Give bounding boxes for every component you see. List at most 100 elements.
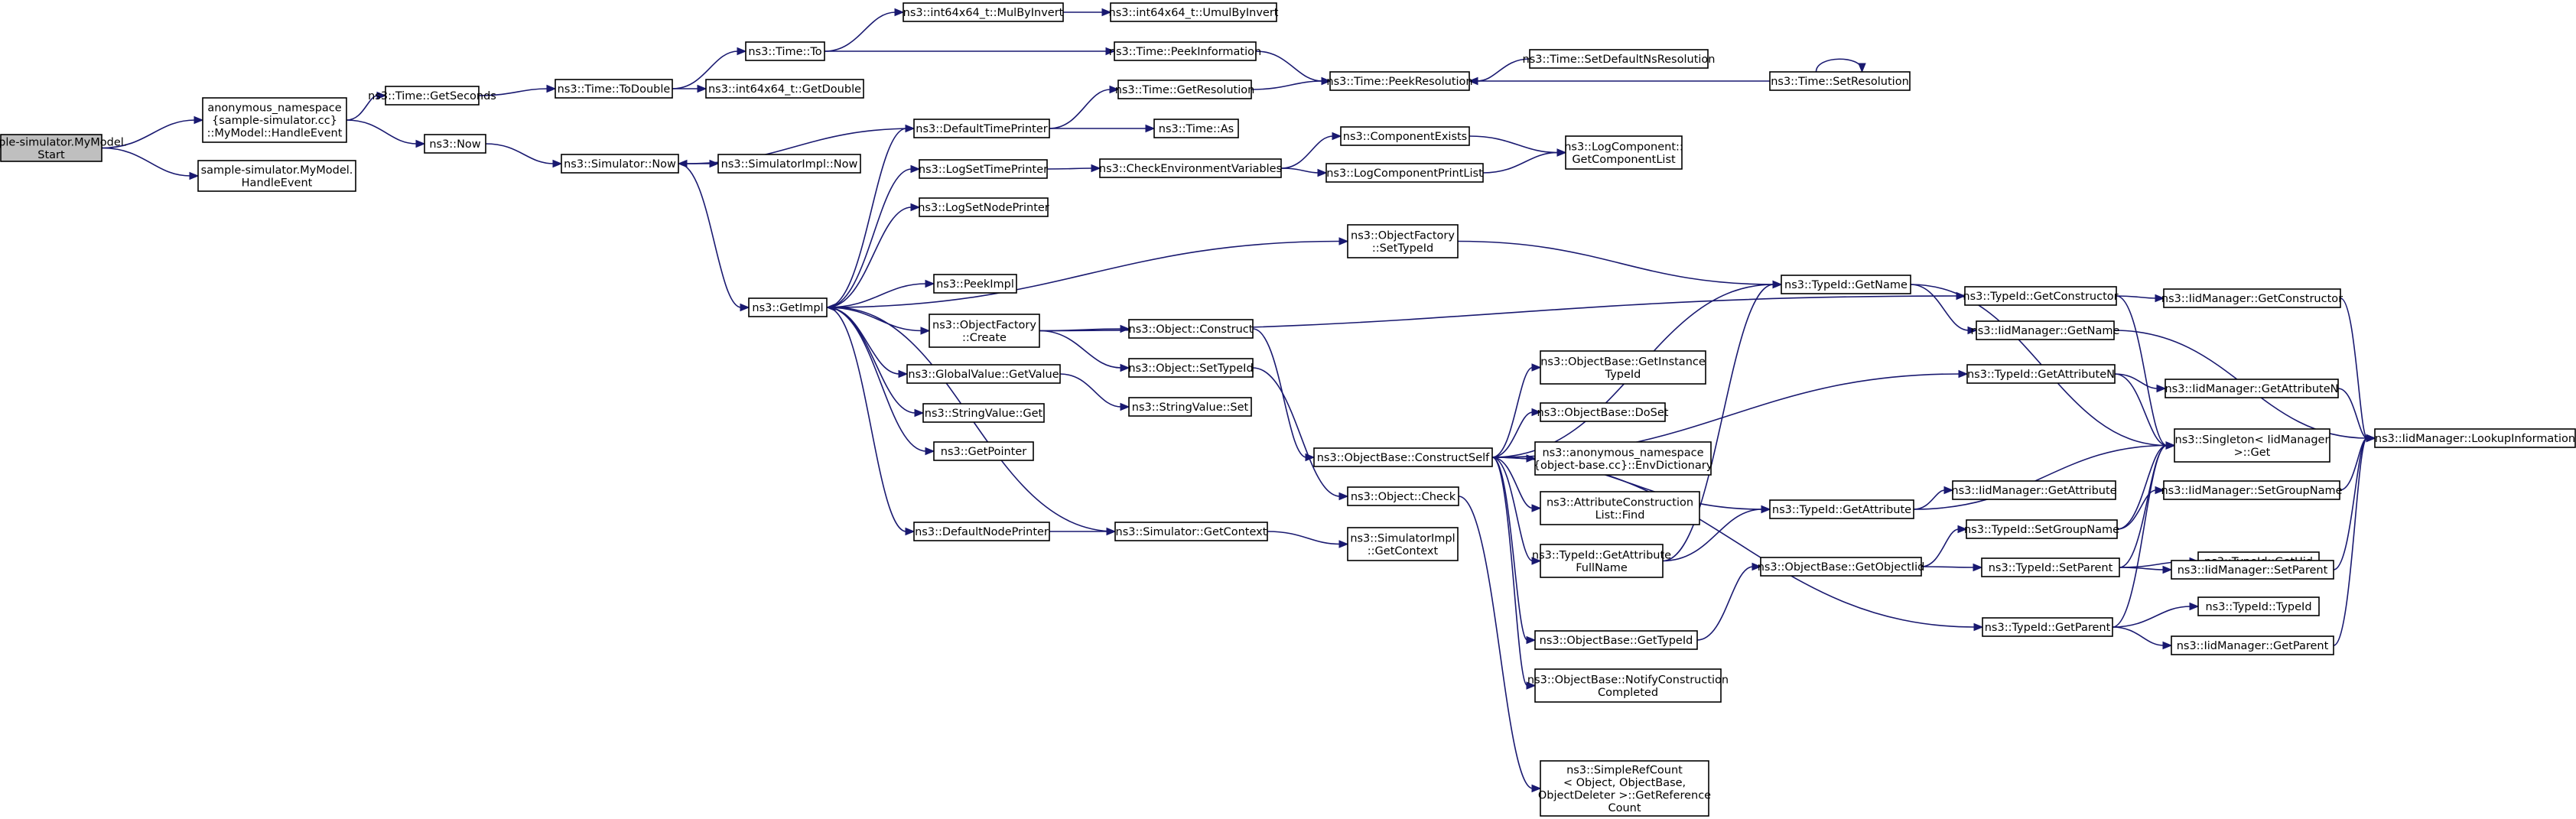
edge-line xyxy=(1491,366,1534,458)
node-envdict[interactable]: ns3::anonymous_namespace{object-base.cc}… xyxy=(1534,441,1713,476)
edge-now-simnow xyxy=(485,143,563,168)
node-doset[interactable]: ns3::ObjectBase::DoSet xyxy=(1537,402,1669,422)
node-tidsetgroup[interactable]: ns3::TypeId::SetGroupName xyxy=(1964,519,2119,539)
edge-arrowhead xyxy=(2156,384,2167,393)
node-getdouble[interactable]: ns3::int64x64_t::GetDouble xyxy=(705,79,864,99)
node-tidtypeid[interactable]: ns3::TypeId::TypeId xyxy=(2197,596,2320,616)
node-box xyxy=(202,97,347,143)
node-label: Count xyxy=(1608,802,1641,814)
node-tidgetattrn[interactable]: ns3::TypeId::GetAttributeN xyxy=(1966,364,2116,384)
node-getimpl[interactable]: ns3::GetImpl xyxy=(748,297,828,317)
node-peekimpl[interactable]: ns3::PeekImpl xyxy=(933,274,1017,294)
node-timeto[interactable]: ns3::Time::To xyxy=(745,41,825,61)
node-objconstruct[interactable]: ns3::Object::Construct xyxy=(1128,319,1254,339)
node-simimplnow[interactable]: ns3::SimulatorImpl::Now xyxy=(717,154,861,174)
edge-setres-peekres xyxy=(1468,76,1770,86)
node-compexists[interactable]: ns3::ComponentExists xyxy=(1340,126,1470,146)
node-tidgetctor[interactable]: ns3::TypeId::GetConstructor xyxy=(1963,286,2119,306)
edge-arrowhead xyxy=(1321,76,1332,86)
node-umulbyinv[interactable]: ns3::int64x64_t::UmulByInvert xyxy=(1109,2,1279,22)
edge-line xyxy=(2116,295,2157,299)
node-iidgetattrn[interactable]: ns3::IidManager::GetAttributeN xyxy=(2165,379,2339,398)
edge-arrowhead xyxy=(1105,47,1116,56)
node-tidgetname[interactable]: ns3::TypeId::GetName xyxy=(1781,275,1911,294)
node-label: >::Get xyxy=(2234,447,2271,459)
node-getres[interactable]: ns3::Time::GetResolution xyxy=(1115,80,1255,99)
edge-tidsetparent-singleton xyxy=(2119,441,2176,568)
node-defaulttp[interactable]: ns3::DefaultTimePrinter xyxy=(913,119,1050,138)
node-getsec[interactable]: ns3::Time::GetSeconds xyxy=(368,86,496,106)
node-objcheck[interactable]: ns3::Object::Check xyxy=(1347,486,1459,506)
edge-arrowhead xyxy=(1973,563,1983,572)
edge-arrowhead xyxy=(905,527,916,536)
node-srcgetref[interactable]: ns3::SimpleRefCount< Object, ObjectBase,… xyxy=(1538,760,1711,817)
node-setdefns[interactable]: ns3::Time::SetDefaultNsResolution xyxy=(1523,49,1716,69)
node-handle[interactable]: sample-simulator.MyModel.HandleEvent xyxy=(197,160,356,192)
node-obgettypeid[interactable]: ns3::ObjectBase::GetTypeId xyxy=(1534,630,1698,650)
node-setres[interactable]: ns3::Time::SetResolution xyxy=(1769,71,1911,91)
node-getpointer[interactable]: ns3::GetPointer xyxy=(933,441,1034,461)
node-mulbyinv[interactable]: ns3::int64x64_t::MulByInvert xyxy=(903,2,1064,22)
node-gvgetvalue[interactable]: ns3::GlobalValue::GetValue xyxy=(906,364,1061,384)
node-tidgetattr[interactable]: ns3::TypeId::GetAttribute xyxy=(1769,499,1914,519)
node-iidgetattr[interactable]: ns3::IidManager::GetAttribute xyxy=(1951,480,2117,500)
edge-arrowhead xyxy=(194,115,204,125)
node-now[interactable]: ns3::Now xyxy=(424,134,486,154)
node-defaultnp[interactable]: ns3::DefaultNodePrinter xyxy=(913,522,1050,541)
node-svget[interactable]: ns3::StringValue::Get xyxy=(922,403,1045,423)
node-simgetctx[interactable]: ns3::Simulator::GetContext xyxy=(1114,522,1268,541)
node-ofsettypeid[interactable]: ns3::ObjectFactory::SetTypeId xyxy=(1347,224,1459,258)
node-checkenv[interactable]: ns3::CheckEnvironmentVariables xyxy=(1099,158,1282,178)
node-iidsetparent[interactable]: ns3::IidManager::SetParent xyxy=(2171,560,2334,580)
node-logsetnp[interactable]: ns3::LogSetNodePrinter xyxy=(918,197,1049,217)
edge-arrowhead xyxy=(1531,784,1542,793)
node-tidgetparent[interactable]: ns3::TypeId::GetParent xyxy=(1982,617,2113,637)
node-label: ns3::SimulatorImpl::Now xyxy=(721,158,858,171)
edge-obconstructself-acfind xyxy=(1491,457,1542,512)
node-box xyxy=(1128,397,1252,417)
edge-line xyxy=(1491,457,1534,509)
node-label: ns3::TypeId::GetAttribute xyxy=(1532,549,1671,561)
edge-getimpl-gvgetvalue xyxy=(826,307,909,379)
node-iidsetgroup[interactable]: ns3::IidManager::SetGroupName xyxy=(2161,480,2343,500)
node-iidgetparent[interactable]: ns3::IidManager::GetParent xyxy=(2171,635,2334,655)
node-svset[interactable]: ns3::StringValue::Set xyxy=(1128,397,1252,417)
node-label: ns3::IidManager::SetGroupName xyxy=(2161,485,2342,497)
node-logsettp[interactable]: ns3::LogSetTimePrinter xyxy=(919,159,1048,179)
node-notifycc[interactable]: ns3::ObjectBase::NotifyConstructionCompl… xyxy=(1527,668,1729,703)
node-box xyxy=(424,134,486,154)
node-anon[interactable]: anonymous_namespace{sample-simulator.cc}… xyxy=(202,97,347,143)
node-peekinfo[interactable]: ns3::Time::PeekInformation xyxy=(1109,41,1261,61)
node-iidgetname[interactable]: ns3::IidManager::GetName xyxy=(1971,320,2120,340)
edge-line xyxy=(346,119,418,145)
node-objsettypeid[interactable]: ns3::Object::SetTypeId xyxy=(1128,358,1254,378)
edge-arrowhead xyxy=(1973,622,1984,632)
node-iidlookup[interactable]: ns3::IidManager::LookupInformation xyxy=(2374,428,2576,448)
node-obconstructself[interactable]: ns3::ObjectBase::ConstructSelf xyxy=(1313,447,1493,467)
node-label: sample-simulator.MyModel. xyxy=(0,136,127,148)
edge-getres-peekres xyxy=(1251,76,1332,90)
node-todouble[interactable]: ns3::Time::ToDouble xyxy=(555,79,673,99)
node-tidsetparent[interactable]: ns3::TypeId::SetParent xyxy=(1981,557,2120,577)
node-simimplgetctx[interactable]: ns3::SimulatorImpl::GetContext xyxy=(1347,527,1459,561)
node-singleton[interactable]: ns3::Singleton< IidManager >::Get xyxy=(2174,428,2330,463)
node-box xyxy=(561,154,679,174)
node-label: HandleEvent xyxy=(242,177,313,189)
node-iidgetctor[interactable]: ns3::IidManager::GetConstructor xyxy=(2161,288,2343,308)
edge-arrowhead xyxy=(1958,369,1969,379)
node-start[interactable]: sample-simulator.MyModel.Start xyxy=(0,134,127,162)
node-timeas[interactable]: ns3::Time::As xyxy=(1153,119,1239,138)
node-box xyxy=(1313,447,1493,467)
node-logcompprint[interactable]: ns3::LogComponentPrintList xyxy=(1325,163,1484,183)
edge-line xyxy=(1267,531,1341,545)
edge-getimpl-logsetnp xyxy=(826,203,921,308)
node-obgetobjectiid[interactable]: ns3::ObjectBase::GetObjectIid xyxy=(1758,557,1925,577)
node-logcomplist[interactable]: ns3::LogComponent::GetComponentList xyxy=(1564,135,1683,170)
node-peekres[interactable]: ns3::Time::PeekResolution xyxy=(1326,71,1473,91)
node-simnow[interactable]: ns3::Simulator::Now xyxy=(561,154,679,174)
node-box xyxy=(933,274,1017,294)
node-ofcreate[interactable]: ns3::ObjectFactory::Create xyxy=(929,314,1040,348)
